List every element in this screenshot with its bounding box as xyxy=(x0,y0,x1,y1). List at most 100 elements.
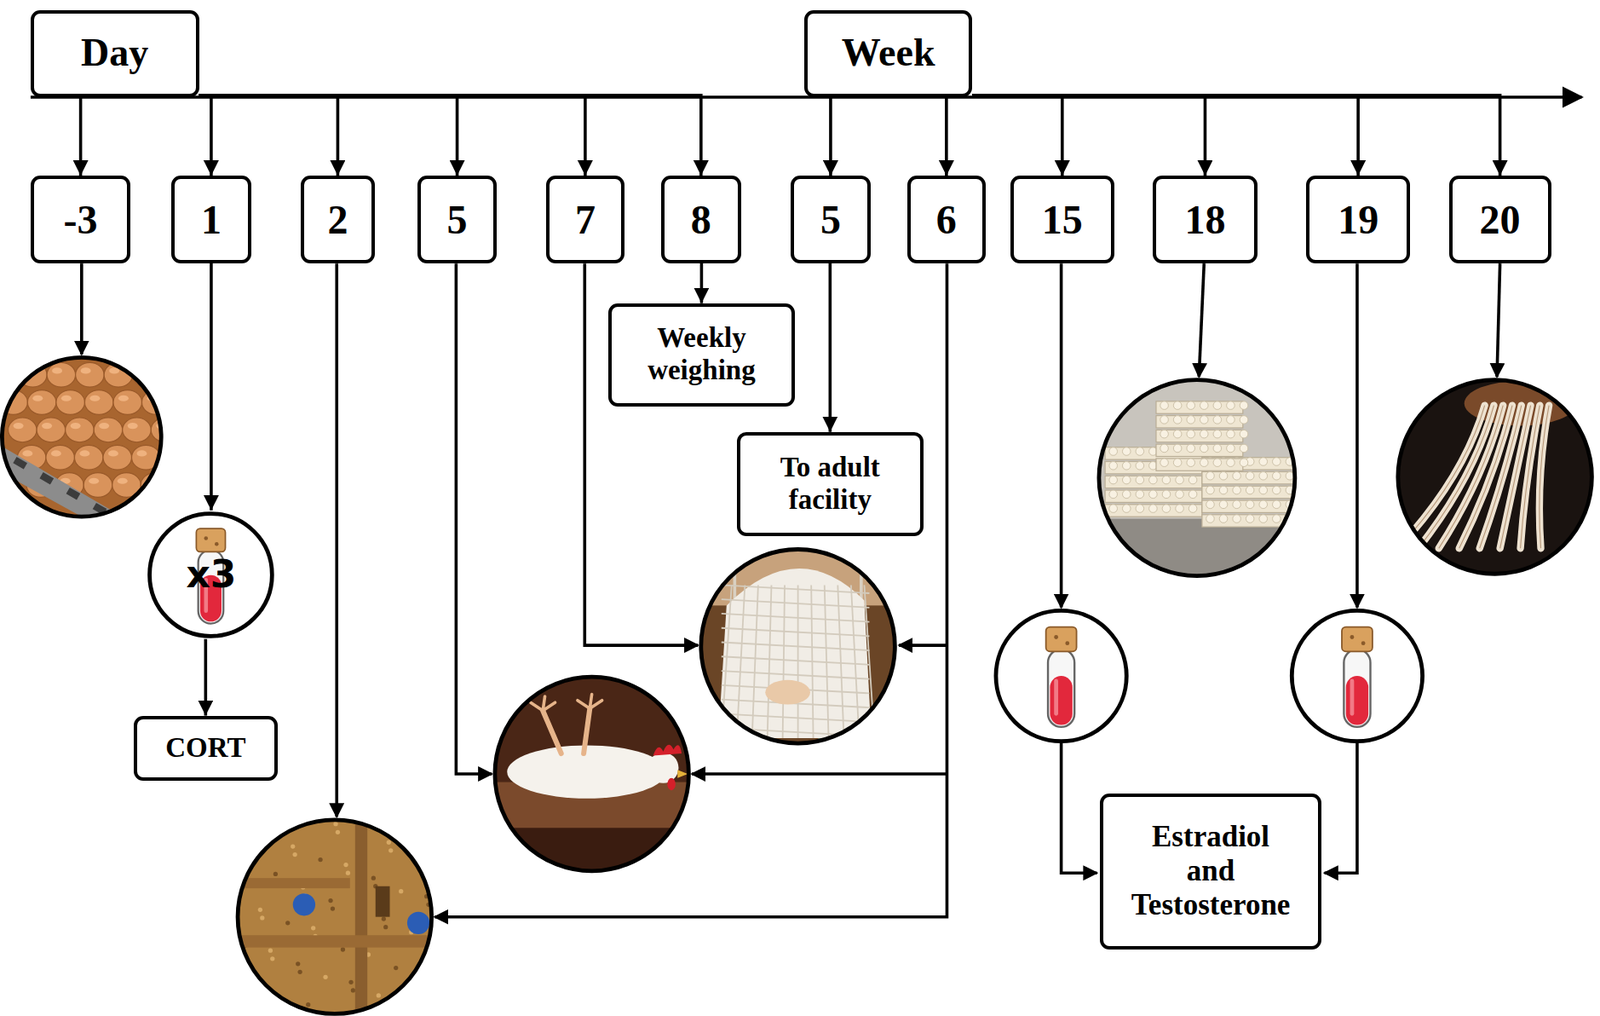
node-label: 7 xyxy=(575,195,596,243)
pen-photo xyxy=(237,877,351,888)
egg-trays-photo xyxy=(1272,514,1282,524)
eggs-photo xyxy=(175,395,186,402)
egg-trays-photo xyxy=(1162,504,1171,513)
connector-arrow xyxy=(700,263,704,304)
egg-trays-photo xyxy=(1213,401,1222,410)
node-label: 19 xyxy=(1337,195,1379,243)
egg-trays-photo xyxy=(1219,500,1228,509)
eggs-photo xyxy=(122,417,152,443)
eggs-photo xyxy=(179,417,209,443)
egg-trays-photo xyxy=(1213,429,1222,438)
vial-tube xyxy=(1047,649,1075,727)
eggs-photo xyxy=(70,422,81,429)
egg-trays-photo xyxy=(1259,485,1268,495)
eggs-photo xyxy=(0,362,19,387)
eggs-photo xyxy=(161,362,190,387)
netted-box-photo xyxy=(797,584,800,738)
egg-trays-photo xyxy=(1239,401,1249,410)
egg-trays-photo xyxy=(1109,461,1118,471)
vial-cork xyxy=(1046,627,1077,652)
eggs-photo xyxy=(65,417,95,443)
netted-box-photo xyxy=(824,584,829,738)
egg-trays-photo xyxy=(1175,504,1185,513)
pen-photo xyxy=(343,862,348,867)
eggs-photo xyxy=(138,367,149,374)
eggs-photo xyxy=(118,395,129,402)
pen-photo xyxy=(310,925,316,930)
leader-arrow xyxy=(334,263,339,817)
eggs-photo xyxy=(94,334,124,360)
egg-trays-photo xyxy=(1259,471,1268,480)
leader-arrow xyxy=(455,263,492,774)
eggs-photo xyxy=(14,339,25,346)
vial-tube xyxy=(1343,649,1370,727)
eggs-photo xyxy=(75,362,105,387)
pen-photo xyxy=(393,965,398,970)
eggs-photo xyxy=(194,449,205,456)
egg-trays-photo xyxy=(1239,443,1249,453)
pen-photo xyxy=(375,886,391,917)
egg-trays-photo xyxy=(1173,458,1182,467)
connector-arrow xyxy=(199,95,702,176)
eggs-photo xyxy=(51,367,63,374)
blood-sample-circle: x3 xyxy=(146,510,276,639)
week-box: 5 xyxy=(790,175,870,264)
egg-trays-photo xyxy=(1156,443,1244,456)
pen-photo xyxy=(388,847,393,852)
egg-trays-photo xyxy=(1272,500,1282,509)
eggs-photo xyxy=(56,390,86,415)
egg-trays-photo xyxy=(1245,471,1255,480)
pen-photo xyxy=(383,924,388,929)
eggs-photo xyxy=(66,487,81,500)
annotation-box: To adult facility xyxy=(736,431,923,536)
restrained-hen-photo xyxy=(494,676,690,879)
eggs-photo xyxy=(9,334,39,360)
node-label: x3 xyxy=(185,552,236,597)
blood-vial-icon-frame xyxy=(1291,610,1422,741)
netted-box-photo xyxy=(701,549,941,770)
egg-trays-photo xyxy=(1232,514,1242,524)
eggs-photo xyxy=(22,449,33,456)
eggs-photo xyxy=(74,444,104,470)
vial-cork xyxy=(214,541,219,547)
egg-trays-photo xyxy=(1200,429,1209,438)
eggs-photo xyxy=(165,449,176,456)
egg-trays-photo xyxy=(1122,489,1131,499)
connector-arrow xyxy=(79,97,83,176)
netted-box-photo xyxy=(765,679,811,705)
egg-trays-photo xyxy=(1232,485,1242,495)
egg-trays-photo xyxy=(1202,514,1295,527)
node-label: Estradiol and Testosterone xyxy=(1131,819,1291,923)
egg-trays-photo xyxy=(1188,475,1198,484)
node-label: CORT xyxy=(165,731,246,765)
leader-arrow xyxy=(691,771,947,776)
blood-vial-icon xyxy=(1291,610,1422,741)
netted-box-photo xyxy=(721,670,870,680)
eggs-photo xyxy=(84,390,114,415)
eggs-photo xyxy=(132,362,162,387)
pen-photo xyxy=(235,817,432,1015)
vial-highlight xyxy=(1350,679,1355,716)
netted-box-photo xyxy=(721,613,870,622)
egg-trays-photo xyxy=(1186,458,1196,467)
pen-photo xyxy=(348,979,353,985)
netted-box-photo xyxy=(767,584,772,738)
leader-arrow xyxy=(1324,742,1358,873)
egg-trays-photo xyxy=(1202,485,1295,498)
egg-trays-photo xyxy=(1135,489,1145,499)
pen-photo xyxy=(235,817,240,822)
connector-arrow xyxy=(972,95,1205,176)
egg-trays-photo xyxy=(1188,504,1198,513)
restrained-hen-photo-frame xyxy=(494,676,690,871)
node-label: 8 xyxy=(690,195,712,243)
timeline-heading: Week xyxy=(804,10,973,98)
pen-photo xyxy=(293,892,316,916)
eggs-photo xyxy=(41,422,52,429)
eggs-photo-frame xyxy=(1,356,162,517)
blood-vial-icon xyxy=(1291,610,1422,741)
blood-vial-icon xyxy=(995,610,1127,741)
netted-box-photo-frame xyxy=(701,549,896,744)
pen-photo xyxy=(340,946,346,951)
egg-trays-photo xyxy=(1226,443,1236,453)
restrained-hen-photo xyxy=(577,694,603,709)
